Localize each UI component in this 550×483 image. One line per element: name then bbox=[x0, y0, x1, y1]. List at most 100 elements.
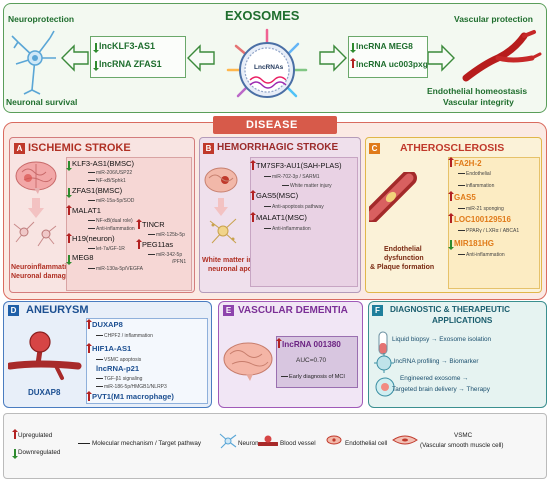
lncrna-p21: lncRNA-p21 bbox=[96, 364, 140, 373]
exosome-icon bbox=[226, 28, 308, 98]
malat-msc-line-1: Anti-inflammation bbox=[264, 226, 311, 232]
brain-icon bbox=[15, 161, 57, 194]
tm-line-1: miR-702-3p / SARM1 bbox=[264, 174, 320, 180]
dementia-badge: E bbox=[223, 305, 234, 316]
left-arrow-2 bbox=[187, 44, 215, 72]
diagnostic-row-2: lncRNA profiling → Biomarker bbox=[394, 358, 479, 365]
hemorrhagic-badge: B bbox=[203, 143, 214, 154]
early-diagnosis: Early diagnosis of MCI bbox=[281, 374, 345, 380]
h19-line-1: let-7a/GF-1R bbox=[88, 246, 125, 252]
apoptotic-neuron-icon bbox=[209, 218, 237, 244]
klf-line-1: miR-206/USP22 bbox=[88, 170, 132, 176]
aneurysm-vessel-icon bbox=[8, 331, 82, 380]
neuron-damage-icon bbox=[13, 221, 57, 247]
p21-line-1: TGF-β1 signaling bbox=[96, 376, 142, 382]
legend-vsmc-full: (Vascular smooth muscle cell) bbox=[420, 442, 504, 449]
hemorrhagic-title: HEMORRHAGIC STROKE bbox=[217, 142, 339, 153]
gas5-msc: GAS5(MSC) bbox=[250, 189, 298, 200]
malat-line-1: NF-κB(dual role) bbox=[88, 218, 133, 224]
fa2h-2: FA2H-2 bbox=[448, 157, 482, 169]
mir181hg: MIR181HG bbox=[448, 239, 494, 251]
legend-endothelial-icon bbox=[326, 435, 342, 445]
hif-line-1: VSMC apoptosis bbox=[96, 357, 141, 363]
diagnostic-row-3b: Targeted brain delivery → Therapy bbox=[392, 386, 490, 393]
tm-line-2: White matter injury bbox=[282, 183, 332, 189]
fa-line-2: inflammation bbox=[458, 183, 494, 189]
engineered-exosome-icon bbox=[375, 377, 395, 397]
fa-line-1: Endothelial bbox=[458, 171, 491, 177]
duxap8: DUXAP8 bbox=[86, 318, 123, 329]
malat1: MALAT1 bbox=[66, 204, 101, 215]
dementia-title: VASCULAR DEMENTIA bbox=[238, 305, 348, 316]
down-arrow-icon-2 bbox=[214, 198, 228, 216]
tincr: TINCR bbox=[136, 218, 165, 229]
meg-line-1: miR-130a-5p/VEGFA bbox=[88, 266, 143, 272]
test-tube-icon bbox=[378, 331, 388, 355]
legend-down: Downregulated bbox=[12, 449, 60, 459]
pvt1: PVT1(M1 macrophage) bbox=[86, 390, 174, 401]
duxap-line-1: CHPF2 / inflammation bbox=[96, 333, 153, 339]
lncrna-001380: lncRNA 001380 bbox=[276, 338, 341, 349]
lnc-klf3-as1: lncKLF3-AS1 bbox=[93, 41, 155, 54]
right-arrow bbox=[319, 44, 347, 72]
athero-caption-2: dysfunction bbox=[384, 255, 424, 262]
dementia-brain-icon bbox=[223, 342, 273, 381]
aneurysm-title: ANEURYSM bbox=[26, 304, 89, 316]
h19-neuron: H19(neuron) bbox=[66, 232, 115, 243]
ischemic-badge: A bbox=[14, 143, 25, 154]
loc-line-1: PPARγ / LXRα / ABCA1 bbox=[458, 228, 519, 234]
legend-vsmc: VSMC bbox=[454, 432, 473, 439]
tincr-line-1: miR-125b-5p bbox=[148, 232, 185, 238]
ischemic-caption-1: Neuroinflammation bbox=[11, 264, 75, 271]
lnc-meg8: lncRNA MEG8 bbox=[350, 41, 413, 54]
lnc-uc003pxg: lncRNA uc003pxg bbox=[350, 58, 428, 69]
diagnostic-row-1: Liquid biopsy → Exosome isolation bbox=[392, 336, 492, 343]
malat1-msc: MALAT1(MSC) bbox=[250, 211, 307, 222]
gas5: GAS5 bbox=[448, 191, 476, 203]
peg-line-2: /PFN1 bbox=[172, 259, 187, 265]
down-arrow-icon bbox=[28, 198, 44, 218]
hemorrhagic-caption-1: White matter injury & bbox=[202, 257, 273, 264]
diagnostic-badge: F bbox=[372, 305, 383, 316]
diagnostic-title-1: DIAGNOSTIC & THERAPEUTIC bbox=[390, 305, 511, 314]
zfas1-bmsc: ZFAS1(BMSC) bbox=[66, 186, 122, 198]
legend-mech: Molecular mechanism / Target pathway bbox=[78, 440, 201, 448]
gas5-line-1: miR-21 sponging bbox=[458, 206, 504, 212]
exosomes-title: EXOSOMES bbox=[225, 8, 300, 23]
p21-line-2: miR-186-5p/HMGB1/NLRP3 bbox=[96, 384, 167, 390]
hemorrhagic-caption-2: neuronal apoptosis bbox=[208, 266, 273, 273]
athero-badge: C bbox=[369, 143, 380, 154]
disease-banner bbox=[213, 116, 337, 134]
loc100129516: LOC100129516 bbox=[448, 213, 511, 225]
artery-plaque-icon bbox=[369, 172, 417, 222]
legend-neuron-icon bbox=[219, 433, 237, 449]
athero-caption-3: & Plaque formation bbox=[370, 264, 435, 271]
legend-vessel: Blood vessel bbox=[280, 440, 316, 447]
lncrnas-label: LncRNAs bbox=[254, 64, 284, 71]
legend-up: Upregulated bbox=[12, 429, 52, 440]
aneurysm-badge: D bbox=[8, 305, 19, 316]
diagnostic-row-3a: Engineered exosome → bbox=[400, 375, 469, 382]
endothelial-homeostasis-label: Endothelial homeostasis bbox=[427, 86, 528, 96]
legend-neuron: Neuron bbox=[238, 440, 259, 447]
gas-line-1: Anti-apoptosis pathway bbox=[264, 204, 324, 210]
right-arrow-2 bbox=[427, 44, 455, 72]
blood-vessel-illustration bbox=[462, 30, 542, 82]
lnc-zfas1: lncRNA ZFAS1 bbox=[93, 59, 162, 72]
athero-list-box bbox=[448, 157, 540, 289]
legend-vessel-icon bbox=[258, 435, 278, 446]
legend-endothelial: Endothelial cell bbox=[345, 440, 388, 447]
diagnostic-panel bbox=[368, 301, 547, 408]
neuronal-survival-label: Neuronal survival bbox=[6, 97, 78, 107]
athero-title: ATHEROSCLEROSIS bbox=[400, 142, 505, 154]
diagnostic-title-2: APPLICATIONS bbox=[432, 316, 493, 325]
zfas-line-1: miR-15a-5p/SOD bbox=[88, 198, 134, 204]
hif1a-as1: HIF1A-AS1 bbox=[86, 342, 131, 353]
peg-line-1: miR-342-5p bbox=[148, 252, 182, 258]
aneurysm-caption: DUXAP8 bbox=[28, 388, 61, 397]
mir-line-1: Anti-inflammation bbox=[458, 252, 505, 258]
neuron-illustration bbox=[11, 30, 56, 95]
left-arrow bbox=[61, 44, 89, 72]
meg8: MEG8 bbox=[66, 253, 94, 265]
auc-value: AUC=0.70 bbox=[296, 357, 327, 364]
